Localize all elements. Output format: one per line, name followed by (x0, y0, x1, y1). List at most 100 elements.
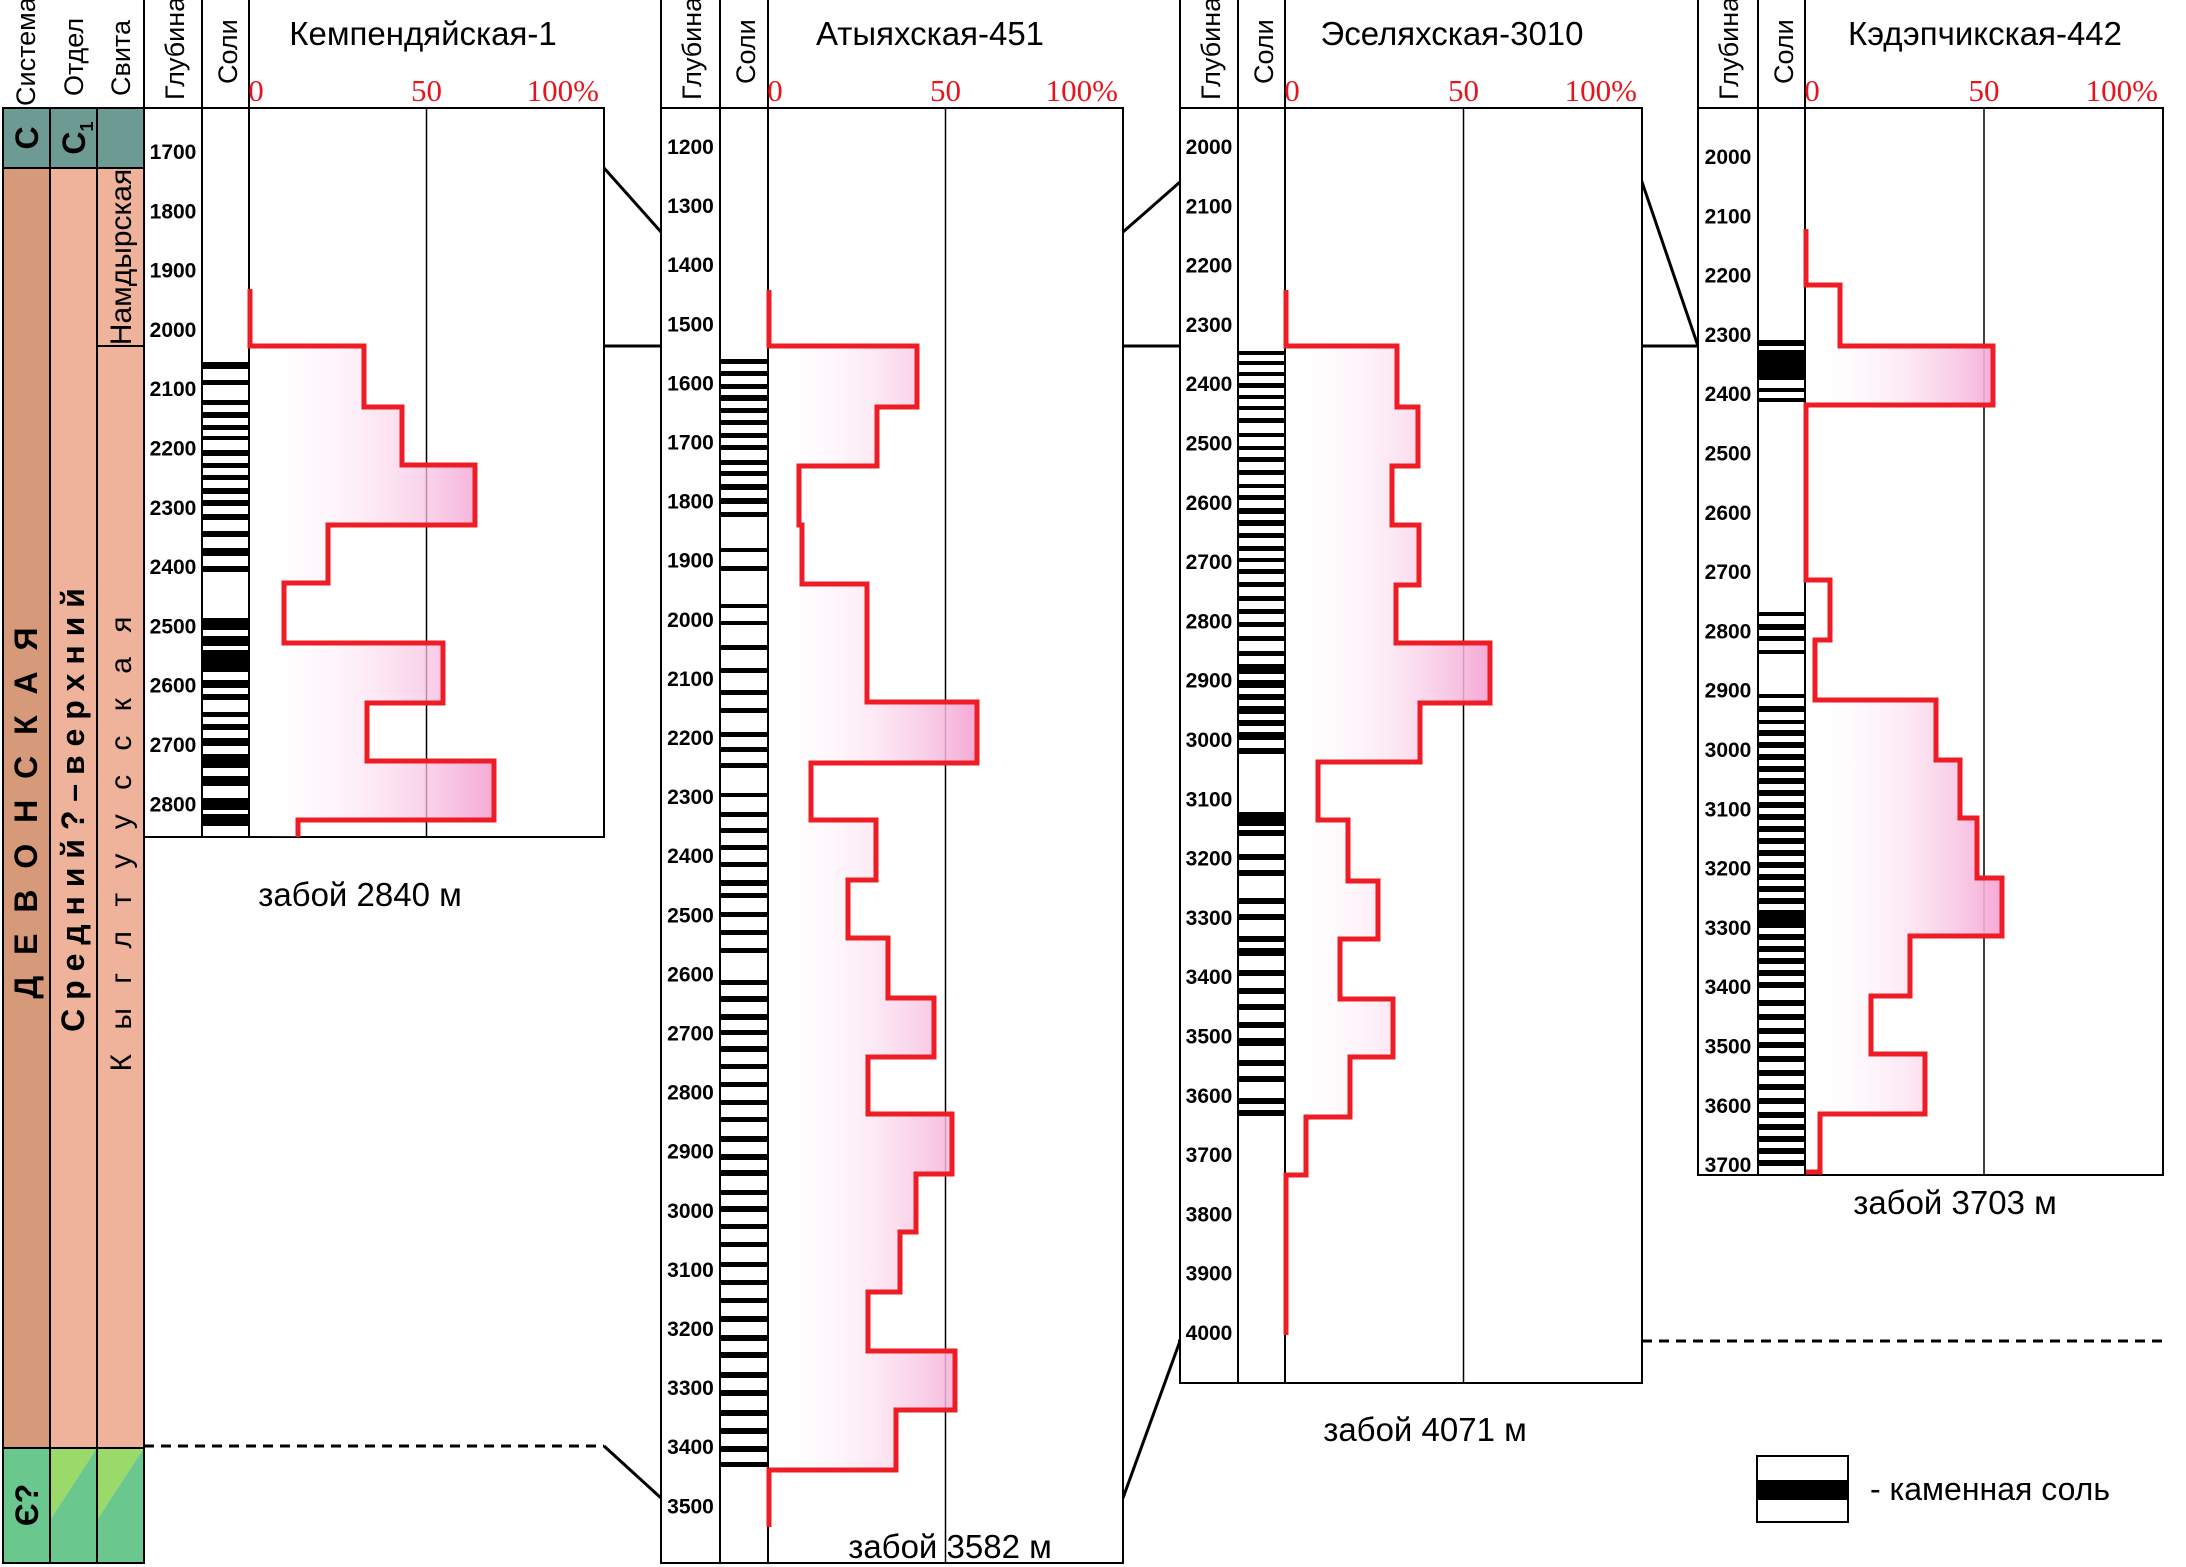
salt-layer (202, 500, 249, 506)
depth-tick-label: 2100 (150, 378, 197, 401)
bottom-hole-note: забой 3582 м (848, 1528, 1052, 1565)
depth-tick-label: 2800 (667, 1082, 714, 1105)
depth-tick-label: 3200 (667, 1318, 714, 1341)
salt-layer (720, 645, 768, 650)
salt-layer (720, 1136, 768, 1142)
salt-layer (1758, 898, 1805, 904)
salt-layer (720, 433, 768, 438)
salt-layer (202, 724, 249, 730)
depth-tick-label: 3600 (1705, 1095, 1752, 1118)
depth-tick-label: 1700 (150, 141, 197, 164)
depth-tick-label: 2600 (150, 675, 197, 698)
depth-tick-label: 3900 (1186, 1263, 1233, 1286)
depth-tick-label: 2200 (667, 727, 714, 750)
depth-tick-label: 2300 (667, 786, 714, 809)
salt-layer (720, 1352, 768, 1358)
salt-layer (1758, 802, 1805, 808)
salt-layer (720, 1082, 768, 1087)
salt-layer (202, 566, 249, 572)
svita-kyg-label: К ы г л т у у с с к а я (105, 609, 138, 1072)
salt-layer (720, 893, 768, 898)
depth-tick-label: 3000 (1705, 739, 1752, 762)
salt-layer (720, 548, 768, 552)
depth-tick-label: 2000 (667, 609, 714, 632)
salt-layer (720, 1064, 768, 1069)
salt-layer (1758, 862, 1805, 868)
depth-tick-label: 3700 (1186, 1144, 1233, 1167)
salt-layer (720, 996, 768, 1002)
svita-namdyr-label: Намдырская (105, 169, 138, 345)
salt-layer (1758, 1160, 1805, 1166)
salt-content-curve (766, 290, 980, 1527)
salt-layer (1758, 958, 1805, 964)
salt-layer (720, 1335, 768, 1341)
well-frame (660, 107, 1124, 1564)
depth-tick-label: 2200 (1705, 265, 1752, 288)
salt-layer (1238, 1004, 1285, 1010)
salt-layer (720, 1190, 768, 1195)
percent-tick-label: 50 (1448, 73, 1479, 108)
depth-tick-label: 1800 (667, 491, 714, 514)
salt-layer (1238, 484, 1285, 488)
salt-content-curve (247, 289, 497, 837)
header-sistema: Система (11, 0, 41, 106)
salt-layer (1238, 457, 1285, 462)
salt-layer (720, 1262, 768, 1267)
salt-layer (1758, 636, 1805, 641)
salt-layer (202, 754, 249, 768)
salt-layer (1758, 934, 1805, 940)
salt-content-curve (1283, 290, 1493, 1335)
depth-tick-label: 3200 (1705, 858, 1752, 881)
well-frame (1697, 107, 2164, 1176)
salt-layer (720, 1242, 768, 1247)
depth-tick-label: 1700 (667, 432, 714, 455)
salt-layer (1238, 748, 1285, 754)
salt-layer (1758, 1000, 1805, 1006)
salt-layer (720, 845, 768, 850)
depth-tick-label: 1900 (667, 550, 714, 573)
salt-layer (720, 471, 768, 476)
salt-layer (202, 475, 249, 480)
salt-layer (1238, 988, 1285, 994)
salt-content-fill (249, 289, 494, 837)
salt-layer (720, 1046, 768, 1052)
salt-layer (1758, 650, 1805, 654)
salt-layer (1758, 720, 1805, 724)
salt-layer (1758, 790, 1805, 796)
salt-layer (720, 1280, 768, 1285)
salt-layer (202, 738, 249, 746)
boundary-dashed (144, 1339, 2163, 1448)
depth-tick-label: 1200 (667, 136, 714, 159)
salt-layer (202, 400, 249, 405)
salt-layer (1238, 622, 1285, 627)
header-otdel: Отдел (59, 18, 89, 96)
salt-layer (1238, 446, 1285, 450)
salt-layer (202, 618, 249, 630)
salt-layer (720, 395, 768, 401)
salt-layer (720, 1014, 768, 1020)
salt-layer (1758, 1112, 1805, 1118)
depth-tick-label: 2700 (1705, 561, 1752, 584)
salt-layer (1238, 533, 1285, 538)
svita-kyg (96, 345, 145, 1449)
percent-tick-label: 50 (1969, 73, 2000, 108)
depth-tick-label: 3800 (1186, 1203, 1233, 1226)
salt-layer (202, 814, 249, 826)
salt-layer (202, 412, 249, 418)
salt-layer (720, 763, 768, 768)
salt-layer (720, 1316, 768, 1322)
salt-layer (1238, 546, 1285, 551)
depth-tick-label: 2000 (1186, 136, 1233, 159)
salt-content-fill (1285, 290, 1490, 1335)
bottom-hole-note: забой 3703 м (1853, 1184, 2057, 1221)
percent-tick-label: 50 (930, 73, 961, 108)
salt-layer (1238, 1076, 1285, 1082)
depth-tick-label: 2700 (667, 1023, 714, 1046)
salt-layer (1758, 946, 1805, 952)
depth-tick-label: 3400 (1705, 976, 1752, 999)
salt-layer (720, 732, 768, 737)
salt-layer (720, 384, 768, 389)
